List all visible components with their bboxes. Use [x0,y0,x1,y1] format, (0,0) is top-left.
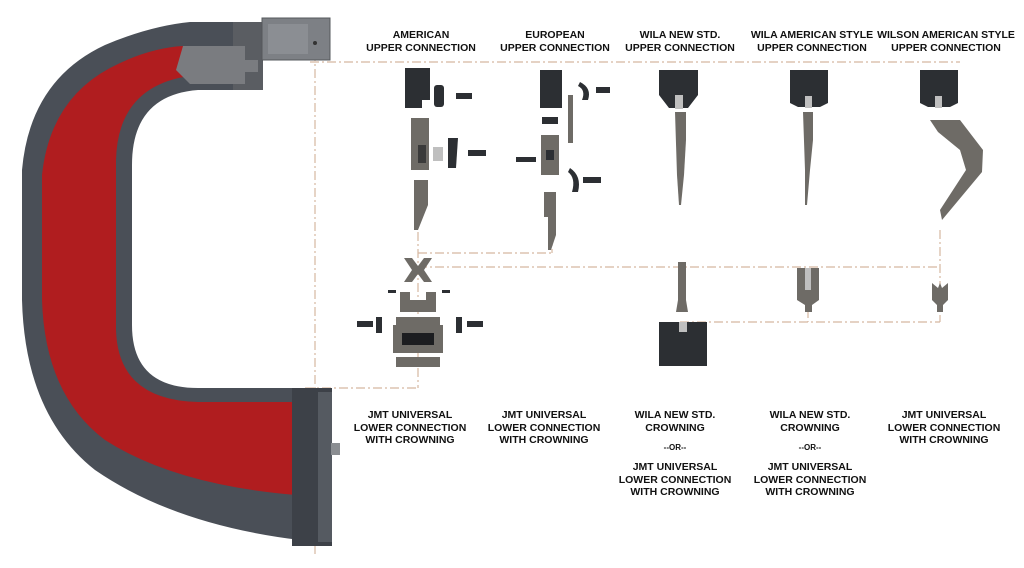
label-line: LOWER CONNECTION [618,473,732,486]
label-line: WITH CROWNING [365,434,455,446]
wila-am-die-slot [805,268,811,290]
label-col1-lower: JMT UNIVERSAL LOWER CONNECTION WITH CROW… [354,409,467,447]
wila-am-punch [803,112,813,205]
wilson-american-tooling [920,70,983,312]
label-line: UPPER CONNECTION [891,41,1001,54]
wila-new-die-tang [676,262,688,312]
jmt-base-top [396,317,440,325]
label-line: LOWER CONNECTION [487,421,601,434]
upper-clamp-wedge [176,46,258,84]
european-bar [568,95,573,143]
label-line: WILA NEW STD. [769,409,851,421]
label-or: --OR-- [663,443,687,452]
american-screw-1 [456,93,472,99]
wilson-tongue [935,96,942,108]
european-tooling [516,70,610,250]
jmt-pin-left [388,290,396,293]
european-punch-neck [544,192,556,217]
wilson-die [932,283,948,312]
label-line: WITH CROWNING [765,486,855,498]
american-tooling [357,68,486,367]
label-wila-american-upper: WILA AMERICAN STYLE UPPER CONNECTION [751,29,873,54]
label-line: EUROPEAN [525,29,585,41]
label-line: LOWER CONNECTION [353,421,467,434]
label-wila-new-upper: WILA NEW STD. UPPER CONNECTION [625,29,735,54]
label-line: WILA NEW STD. [634,409,716,421]
european-screw-2 [516,157,536,162]
frame-red-core [42,46,296,495]
european-adapter-slot [546,150,554,160]
european-screw-1 [596,87,610,93]
wila-am-tongue [805,96,812,108]
label-line: UPPER CONNECTION [500,41,610,54]
jmt-clamp-right [456,317,462,333]
wilson-holder [920,70,958,107]
european-clamp-2 [568,168,579,192]
jmt-base-bottom [396,357,440,367]
label-european-upper: EUROPEAN UPPER CONNECTION [500,29,610,54]
label-line: JMT UNIVERSAL [367,409,453,421]
label-line: JMT UNIVERSAL [632,461,718,473]
label-line: LOWER CONNECTION [887,421,1001,434]
european-screw-3 [583,177,601,183]
jmt-base-insert [402,333,434,345]
press-c-frame [22,17,340,546]
jmt-pin-right [442,290,450,293]
label-col3-lower: WILA NEW STD. CROWNING --OR-- JMT UNIVER… [619,409,732,499]
american-screw-2 [468,150,486,156]
jmt-screw-left [357,321,373,327]
label-line: JMT UNIVERSAL [501,409,587,421]
wila-new-std-tooling [659,70,707,366]
wilson-gooseneck-punch [930,120,983,220]
label-col4-lower: WILA NEW STD. CROWNING --OR-- JMT UNIVER… [754,409,867,499]
label-line: UPPER CONNECTION [625,41,735,54]
american-wedge [433,147,443,161]
jmt-screw-right [467,321,483,327]
american-clamp [434,85,444,107]
label-line: AMERICAN [392,29,450,41]
label-line: WITH CROWNING [499,434,589,446]
label-line: WITH CROWNING [899,434,989,446]
label-line: UPPER CONNECTION [757,41,867,54]
american-side-clamp [448,138,458,168]
lower-bed-face [318,392,332,542]
wila-american-tooling [790,70,828,312]
european-clamp-1 [578,82,589,100]
label-col5-lower: JMT UNIVERSAL LOWER CONNECTION WITH CROW… [888,409,1001,447]
wila-new-crowning-notch [679,322,687,332]
european-punch-tip [548,217,556,250]
label-line: JMT UNIVERSAL [767,461,853,473]
label-line: WILA AMERICAN STYLE [750,29,874,41]
american-punch [414,180,428,230]
upper-beam-inset [268,24,308,54]
upper-beam-bolt [313,41,317,45]
label-wilson-american-upper: WILSON AMERICAN STYLE UPPER CONNECTION [877,29,1015,54]
label-line: WILSON AMERICAN STYLE [877,29,1015,41]
jmt-clamp-left [376,317,382,333]
label-line: JMT UNIVERSAL [901,409,987,421]
jmt-die-vee [404,258,432,282]
american-adapter-slot [418,145,426,163]
european-holder [540,70,562,108]
label-american-upper: AMERICAN UPPER CONNECTION [366,29,476,54]
label-line: CROWNING [645,421,705,434]
wila-am-holder [790,70,828,107]
wila-new-punch [675,112,686,205]
wila-new-holder [659,70,698,108]
wila-new-tongue [675,95,683,109]
label-or: --OR-- [798,443,822,452]
label-line: UPPER CONNECTION [366,41,476,54]
label-line: LOWER CONNECTION [753,473,867,486]
label-col2-lower: JMT UNIVERSAL LOWER CONNECTION WITH CROW… [488,409,601,447]
american-holder [405,68,430,108]
lower-bed-knob [331,443,340,455]
label-line: WILA NEW STD. [639,29,721,41]
jmt-die-holder [400,292,436,312]
label-line: WITH CROWNING [630,486,720,498]
european-spacer [542,117,558,124]
label-line: CROWNING [780,421,840,434]
